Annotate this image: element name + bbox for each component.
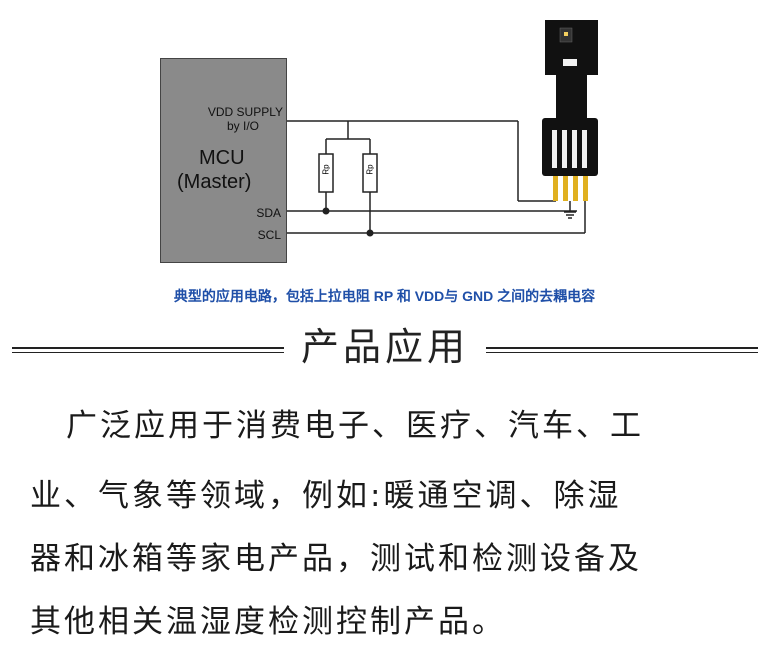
- sda-junction-dot: [322, 207, 330, 215]
- sensor-pin-4: [583, 176, 588, 201]
- mcu-title: MCU: [199, 147, 245, 169]
- body-line-1: 广泛应用于消费电子、医疗、汽车、工: [66, 408, 644, 444]
- sensor-pad-3: [572, 130, 577, 168]
- title-rule-left-top: [12, 347, 284, 349]
- circuit-diagram: [287, 20, 598, 237]
- sensor-led: [563, 59, 577, 66]
- title-rule-left-bottom: [12, 352, 284, 353]
- rp2-label: Rp: [365, 164, 375, 175]
- sensor-neck: [556, 75, 587, 120]
- mcu-subtitle: (Master): [177, 171, 252, 193]
- sensor-pad-1: [552, 130, 557, 168]
- sensor-connector: [542, 118, 598, 176]
- scl-label: SCL: [257, 228, 281, 242]
- sensor-window: [564, 32, 568, 36]
- rp1-label: Rp: [321, 164, 331, 175]
- section-title: 产品应用: [300, 325, 469, 369]
- title-rule-right-bottom: [486, 352, 758, 353]
- body-line-4: 其他相关温湿度检测控制产品。: [30, 604, 506, 640]
- body-line-2: 业、气象等领域，例如:暖通空调、除湿: [30, 478, 622, 514]
- sensor-pad-2: [562, 130, 567, 168]
- body-line-3: 器和冰箱等家电产品，测试和检测设备及: [30, 541, 642, 577]
- sensor-pin-1: [553, 176, 558, 201]
- sensor-pad-4: [582, 130, 587, 168]
- mcu-block: VDD SUPPLY by I/O MCU (Master) SDA SCL: [160, 58, 287, 263]
- scl-junction-dot: [366, 229, 374, 237]
- title-rule-right-top: [486, 347, 758, 349]
- sensor-module: [542, 20, 598, 201]
- diagram-caption: 典型的应用电路，包括上拉电阻 RP 和 VDD与 GND 之间的去耦电容: [173, 288, 596, 304]
- vdd-by-io-label: by I/O: [226, 119, 259, 133]
- vdd-supply-label: VDD SUPPLY: [207, 105, 283, 119]
- sda-label: SDA: [256, 206, 281, 220]
- sensor-pin-2: [563, 176, 568, 201]
- sensor-pin-3: [573, 176, 578, 201]
